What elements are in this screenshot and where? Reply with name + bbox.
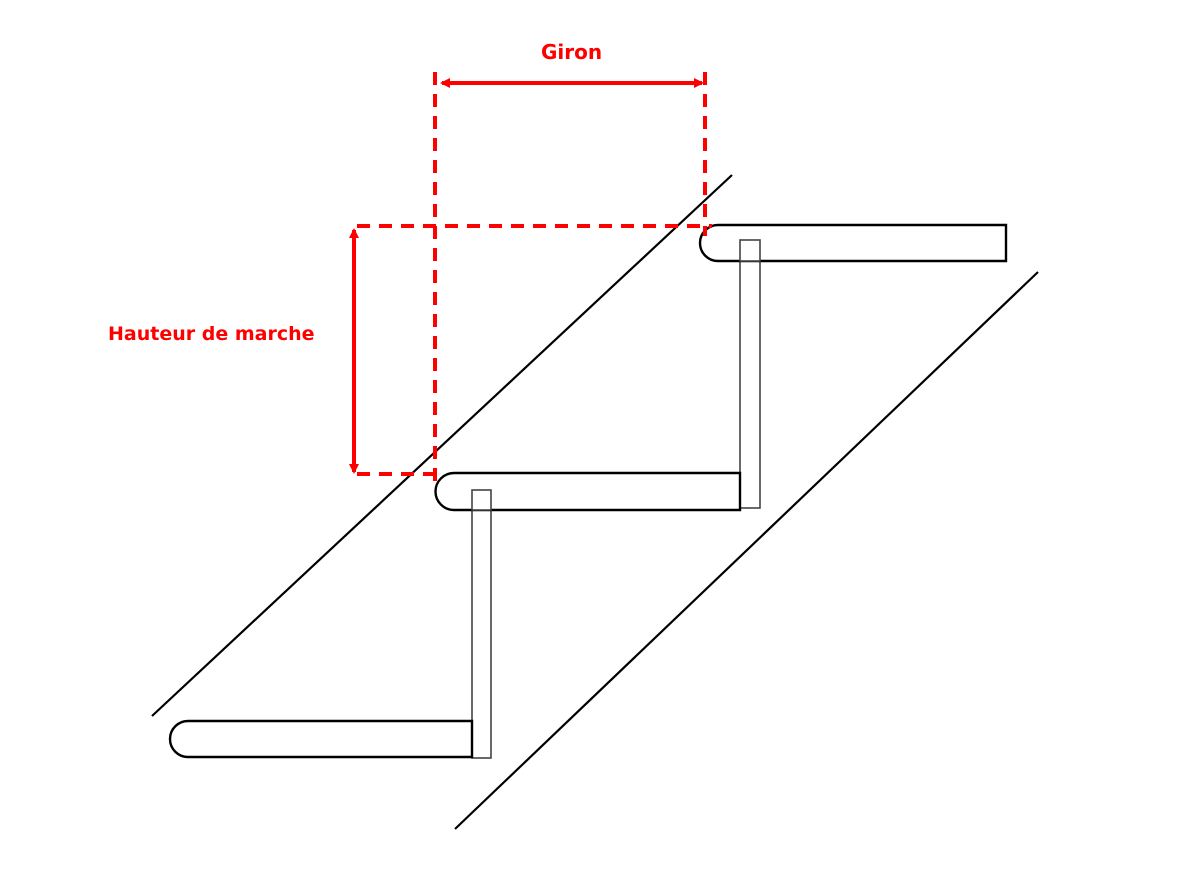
tread-bottom [168, 719, 474, 759]
dimension-guides [357, 72, 712, 484]
hauteur-label: Hauteur de marche [108, 323, 315, 345]
giron-label: Giron [541, 40, 603, 64]
riser-lower [471, 489, 492, 759]
riser-lower-cap [471, 489, 492, 511]
stringer-line-upper [151, 174, 733, 717]
tread-middle [434, 471, 742, 512]
stringer-line-lower [454, 271, 1039, 830]
riser-upper-cap [739, 239, 761, 262]
riser-upper [739, 239, 761, 509]
